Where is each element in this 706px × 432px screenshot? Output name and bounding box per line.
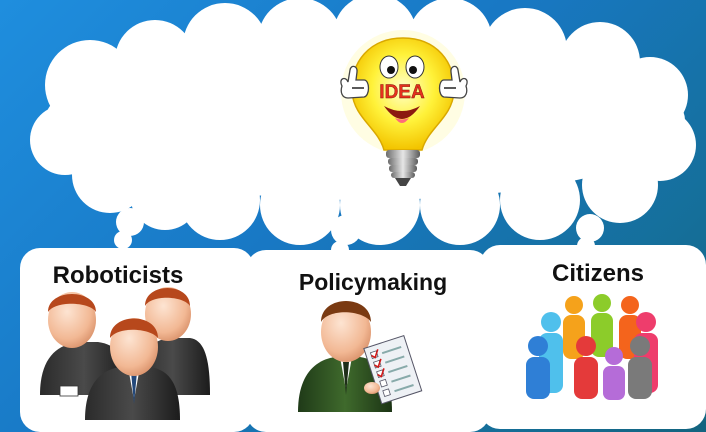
citizens-label: Citizens bbox=[552, 260, 644, 287]
businessmen-group-icon bbox=[40, 287, 210, 420]
idea-label: IDEA bbox=[379, 82, 425, 103]
thought-cloud bbox=[30, 0, 696, 259]
roboticists-label: Roboticists bbox=[53, 262, 184, 289]
businessman-checklist-icon bbox=[298, 301, 423, 412]
crowd-people-icon bbox=[526, 294, 658, 400]
policymaking-label: Policymaking bbox=[299, 269, 447, 295]
idea-lightbulb-icon: IDEA bbox=[340, 30, 468, 186]
